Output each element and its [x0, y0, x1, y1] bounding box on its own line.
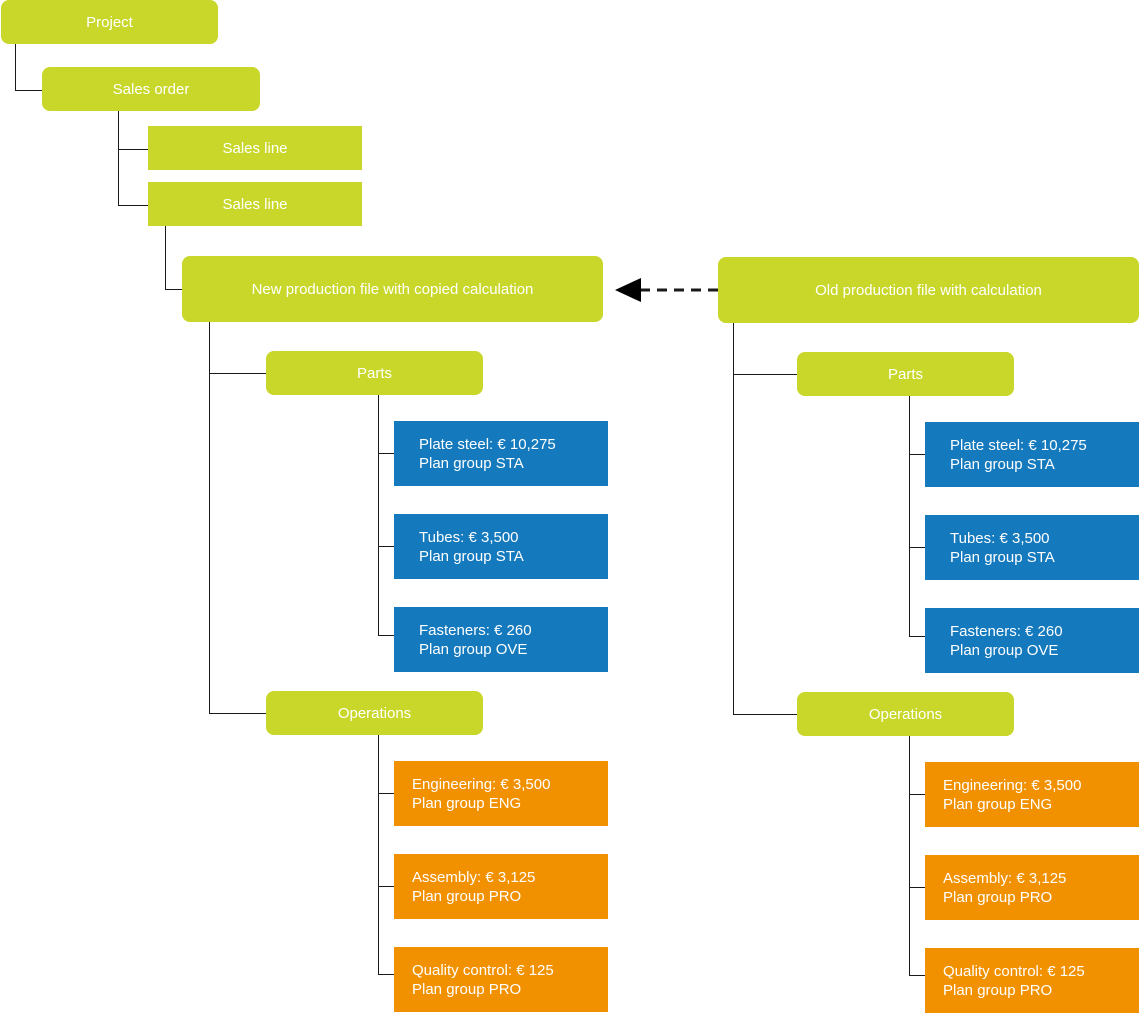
- sales-line-label: Sales line: [222, 195, 288, 213]
- new-part-tubes: Tubes: € 3,500 Plan group STA: [394, 514, 608, 579]
- operation-cost: Engineering: € 3,500: [412, 775, 551, 793]
- connector-newfile-trunk: [209, 321, 210, 714]
- operation-plan-group: Plan group ENG: [943, 795, 1053, 813]
- connector-oldop2-h: [909, 887, 926, 888]
- connector-newpart1-h: [378, 453, 395, 454]
- old-part-fasteners: Fasteners: € 260 Plan group OVE: [925, 608, 1139, 673]
- new-parts-label: Parts: [356, 364, 392, 382]
- old-production-file-label: Old production file with calculation: [815, 281, 1042, 299]
- connector-salesline-newfile-h: [165, 289, 182, 290]
- connector-oldpart3-h: [909, 636, 926, 637]
- connector-salesline1-h: [118, 149, 148, 150]
- connector-oldfile-operations-h: [733, 714, 797, 715]
- old-operations-node: Operations: [797, 692, 1014, 736]
- connector-oldops-trunk: [909, 735, 910, 976]
- connector-newop1-h: [378, 793, 395, 794]
- operation-cost: Engineering: € 3,500: [943, 776, 1082, 794]
- part-plan-group: Plan group STA: [419, 547, 524, 565]
- new-operation-engineering: Engineering: € 3,500 Plan group ENG: [394, 761, 608, 826]
- part-plan-group: Plan group STA: [950, 548, 1055, 566]
- connector-oldop1-h: [909, 794, 926, 795]
- connector-newfile-parts-h: [209, 373, 266, 374]
- connector-oldfile-trunk: [733, 322, 734, 715]
- connector-oldfile-parts-h: [733, 374, 797, 375]
- sales-order-label: Sales order: [112, 80, 190, 98]
- part-cost: Tubes: € 3,500: [950, 529, 1050, 547]
- copy-arrow-head: [615, 278, 641, 302]
- sales-line-node: Sales line: [148, 126, 362, 170]
- part-cost: Plate steel: € 10,275: [419, 435, 556, 453]
- part-plan-group: Plan group OVE: [419, 640, 528, 658]
- new-part-plate-steel: Plate steel: € 10,275 Plan group STA: [394, 421, 608, 486]
- new-operation-assembly: Assembly: € 3,125 Plan group PRO: [394, 854, 608, 919]
- new-operation-quality-control: Quality control: € 125 Plan group PRO: [394, 947, 608, 1012]
- operation-cost: Quality control: € 125: [943, 962, 1085, 980]
- connector-newops-trunk: [378, 734, 379, 975]
- connector-project-salesorder-v: [15, 44, 16, 91]
- old-operation-quality-control: Quality control: € 125 Plan group PRO: [925, 948, 1139, 1013]
- connector-oldpart1-h: [909, 454, 926, 455]
- old-operation-assembly: Assembly: € 3,125 Plan group PRO: [925, 855, 1139, 920]
- connector-oldop3-h: [909, 975, 926, 976]
- operation-plan-group: Plan group PRO: [943, 981, 1053, 999]
- old-parts-label: Parts: [887, 365, 923, 383]
- connector-oldpart2-h: [909, 547, 926, 548]
- old-operations-label: Operations: [868, 705, 943, 723]
- connector-salesorder-lines-v: [118, 110, 119, 205]
- sales-line-node: Sales line: [148, 182, 362, 226]
- connector-newpart3-h: [378, 635, 395, 636]
- project-label: Project: [86, 13, 133, 31]
- operation-plan-group: Plan group ENG: [412, 794, 522, 812]
- connector-oldparts-trunk: [909, 395, 910, 637]
- new-operations-node: Operations: [266, 691, 483, 735]
- connector-salesline2-h: [118, 205, 148, 206]
- part-cost: Plate steel: € 10,275: [950, 436, 1087, 454]
- connector-newop2-h: [378, 886, 395, 887]
- old-production-file-node: Old production file with calculation: [718, 257, 1139, 323]
- connector-project-salesorder-h: [15, 90, 43, 91]
- new-production-file-node: New production file with copied calculat…: [182, 256, 603, 322]
- connector-newpart2-h: [378, 546, 395, 547]
- old-part-plate-steel: Plate steel: € 10,275 Plan group STA: [925, 422, 1139, 487]
- old-part-tubes: Tubes: € 3,500 Plan group STA: [925, 515, 1139, 580]
- connector-newfile-operations-h: [209, 713, 266, 714]
- sales-line-label: Sales line: [222, 139, 288, 157]
- operation-plan-group: Plan group PRO: [412, 887, 522, 905]
- part-plan-group: Plan group OVE: [950, 641, 1059, 659]
- part-plan-group: Plan group STA: [950, 455, 1055, 473]
- old-operation-engineering: Engineering: € 3,500 Plan group ENG: [925, 762, 1139, 827]
- part-cost: Tubes: € 3,500: [419, 528, 519, 546]
- operation-cost: Assembly: € 3,125: [943, 869, 1067, 887]
- operation-plan-group: Plan group PRO: [943, 888, 1053, 906]
- connector-newop3-h: [378, 974, 395, 975]
- operation-cost: Assembly: € 3,125: [412, 868, 536, 886]
- part-cost: Fasteners: € 260: [950, 622, 1063, 640]
- connector-newparts-trunk: [378, 394, 379, 636]
- new-production-file-label: New production file with copied calculat…: [251, 280, 534, 298]
- part-plan-group: Plan group STA: [419, 454, 524, 472]
- new-parts-node: Parts: [266, 351, 483, 395]
- connector-salesline-newfile-v: [165, 226, 166, 290]
- part-cost: Fasteners: € 260: [419, 621, 532, 639]
- new-part-fasteners: Fasteners: € 260 Plan group OVE: [394, 607, 608, 672]
- operation-cost: Quality control: € 125: [412, 961, 554, 979]
- project-node: Project: [1, 0, 218, 44]
- new-operations-label: Operations: [337, 704, 412, 722]
- old-parts-node: Parts: [797, 352, 1014, 396]
- operation-plan-group: Plan group PRO: [412, 980, 522, 998]
- sales-order-node: Sales order: [42, 67, 260, 111]
